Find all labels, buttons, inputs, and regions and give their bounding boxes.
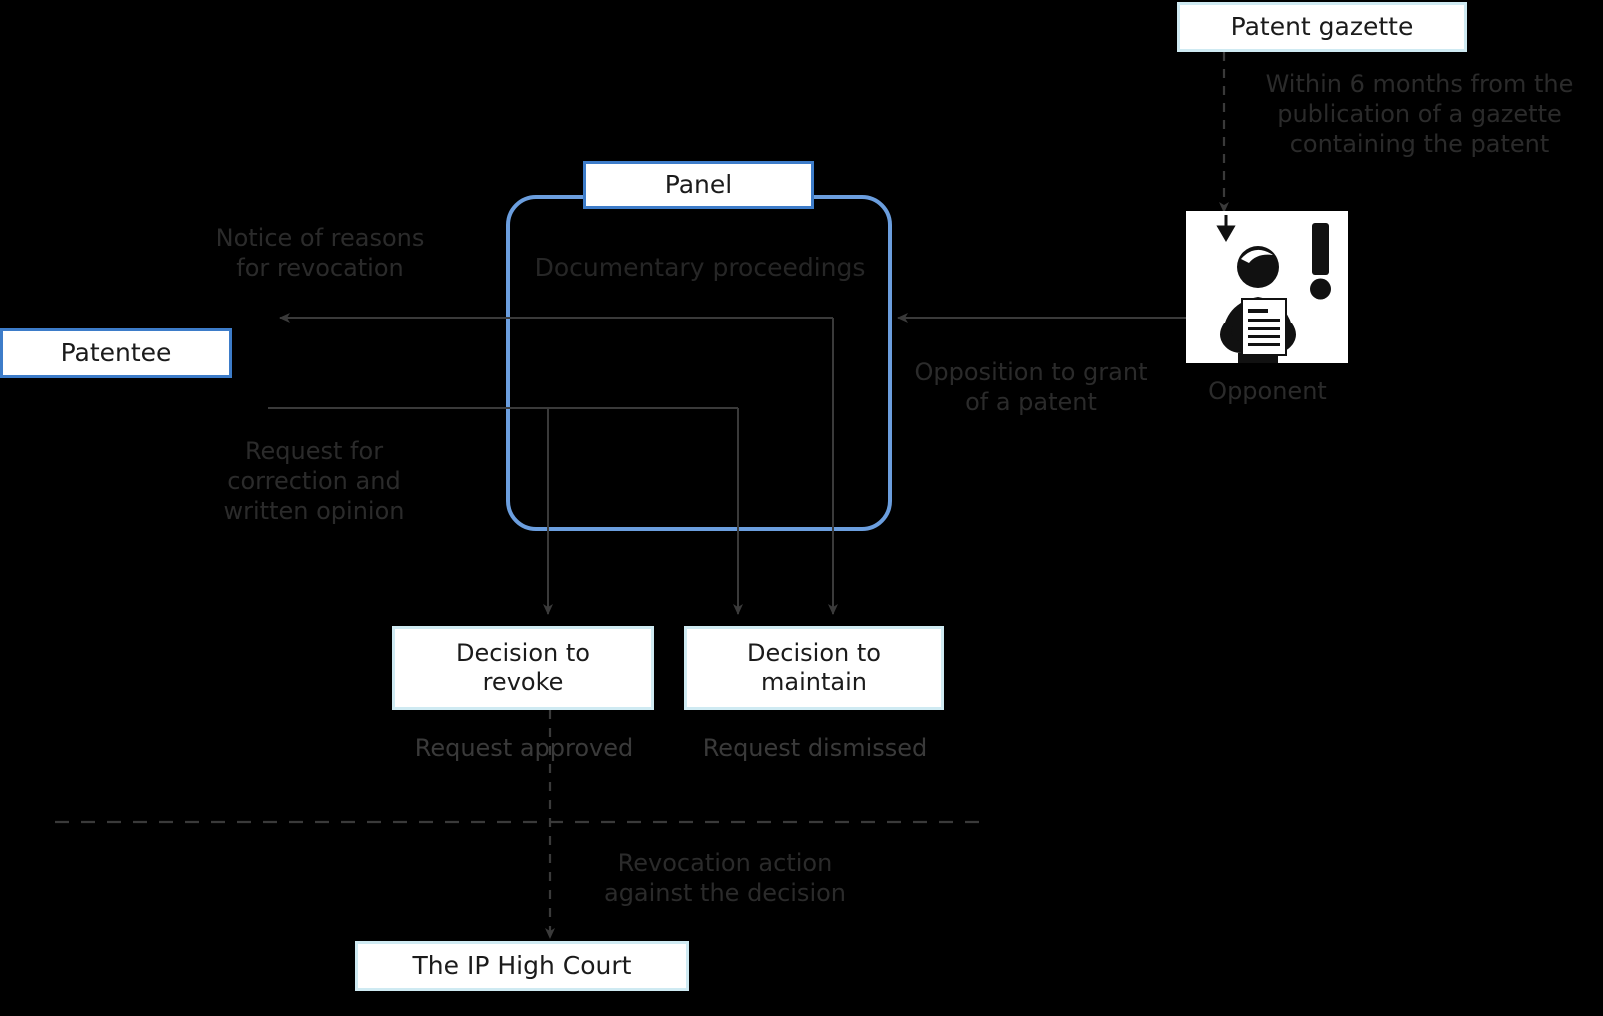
node-ip-high-court[interactable]: The IP High Court [355, 941, 689, 991]
node-patentee[interactable]: Patentee [0, 328, 232, 378]
caption-within-6-months: Within 6 months from the publication of … [1265, 70, 1574, 158]
panel-outline [506, 195, 892, 531]
node-decision-to-maintain-label: Decision to maintain [747, 639, 881, 696]
caption-revocation-action: Revocation action against the decision [603, 849, 846, 907]
caption-opposition-to-grant: Opposition to grant of a patent [914, 358, 1148, 416]
caption-request-dismissed: Request dismissed [702, 734, 928, 762]
node-decision-to-maintain[interactable]: Decision to maintain [684, 626, 944, 710]
node-patent-gazette-label: Patent gazette [1230, 12, 1414, 41]
node-patentee-label: Patentee [60, 338, 172, 367]
opponent-icon [1186, 211, 1348, 363]
caption-request-for-correction: Request for correction and written opini… [223, 437, 405, 525]
node-ip-high-court-label: The IP High Court [412, 951, 632, 980]
caption-opponent: Opponent [1208, 377, 1327, 405]
node-patent-gazette[interactable]: Patent gazette [1177, 2, 1467, 52]
node-decision-to-revoke[interactable]: Decision to revoke [392, 626, 654, 710]
caption-request-approved: Request approved [414, 734, 634, 762]
caption-notice-of-reasons: Notice of reasons for revocation [215, 224, 425, 282]
node-panel[interactable]: Panel [583, 161, 814, 209]
node-panel-label: Panel [664, 170, 733, 199]
node-decision-to-revoke-label: Decision to revoke [456, 639, 590, 696]
caption-documentary-proceedings: Documentary proceedings [534, 253, 866, 282]
